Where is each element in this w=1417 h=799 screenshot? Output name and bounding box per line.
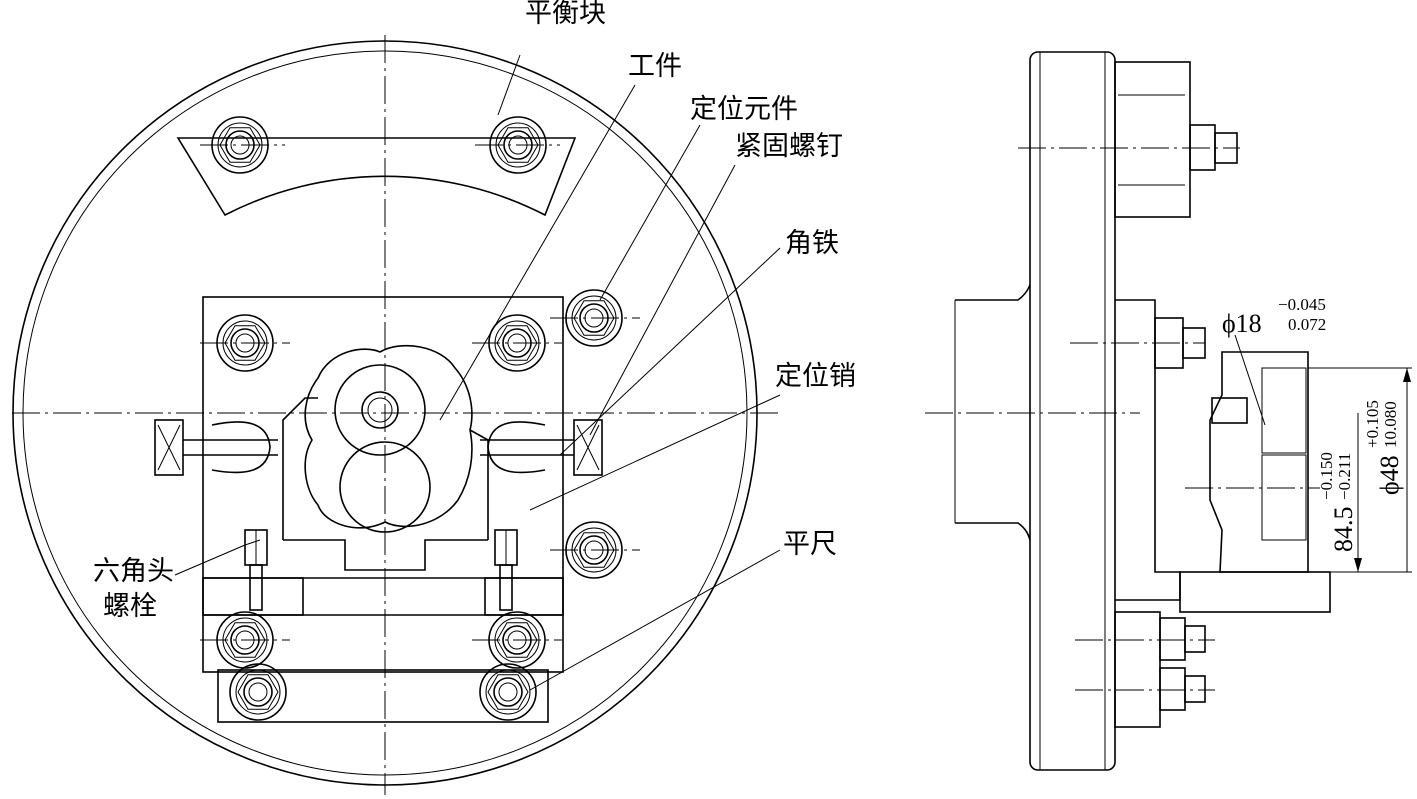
leader-lines — [174, 54, 781, 691]
balance-block — [176, 137, 577, 217]
side-nut-lower-2 — [1159, 667, 1206, 711]
label-hex-bolt-line1: 六角头 — [93, 556, 174, 586]
svg-text:10.080: 10.080 — [1381, 401, 1400, 448]
hex-bolt-left — [244, 529, 268, 611]
side-nut-lower-1 — [1159, 617, 1206, 661]
angle-iron-plate — [202, 296, 564, 673]
label-set-screw: 紧固螺钉 — [735, 131, 843, 161]
svg-text:−0.211: −0.211 — [1335, 453, 1354, 500]
svg-text:ϕ18: ϕ18 — [1222, 309, 1262, 338]
left-clamp — [154, 419, 278, 476]
workpiece-outline — [304, 345, 473, 529]
label-hex-bolt-line2: 螺栓 — [103, 591, 157, 621]
hex-bolt-right — [494, 529, 518, 611]
base-block-right — [484, 577, 564, 616]
side-view: ϕ18 −0.045 0.072 84.5 −0.150 −0.211 ϕ48 … — [925, 51, 1412, 771]
svg-text:−0.045: −0.045 — [1278, 295, 1326, 314]
dim-phi18: ϕ18 −0.045 0.072 — [1222, 295, 1326, 338]
svg-text:ϕ48: ϕ48 — [1375, 455, 1404, 495]
workpiece-bore-upper — [334, 364, 426, 456]
straight-edge — [217, 669, 549, 723]
side-base-slab — [1179, 571, 1331, 613]
dim-84-5: 84.5 −0.150 −0.211 — [1317, 452, 1358, 552]
balance-block-side — [1114, 61, 1191, 218]
label-workpiece: 工件 — [628, 51, 682, 81]
angle-iron-side — [1115, 299, 1181, 601]
svg-text:+0.105: +0.105 — [1363, 400, 1382, 448]
label-locating-pin: 定位销 — [775, 361, 856, 391]
front-view: 平衡块 工件 定位元件 紧固螺钉 角铁 定位销 平尺 六角头 螺栓 — [12, 0, 856, 795]
svg-text:84.5: 84.5 — [1329, 507, 1358, 553]
dim-phi48: ϕ48 +0.105 10.080 — [1363, 400, 1404, 495]
label-angle-iron: 角铁 — [785, 228, 839, 258]
svg-text:0.072: 0.072 — [1288, 315, 1326, 334]
label-balance-block: 平衡块 — [525, 0, 606, 28]
label-straight-edge: 平尺 — [783, 529, 837, 559]
svg-text:−0.150: −0.150 — [1317, 452, 1336, 500]
label-locating-element: 定位元件 — [690, 94, 798, 124]
faceplate-side — [1029, 51, 1116, 771]
right-clamp — [480, 419, 603, 476]
side-lower-block — [1114, 611, 1161, 728]
workpiece-section — [1209, 351, 1309, 573]
workpiece-bore-lower — [339, 441, 431, 533]
